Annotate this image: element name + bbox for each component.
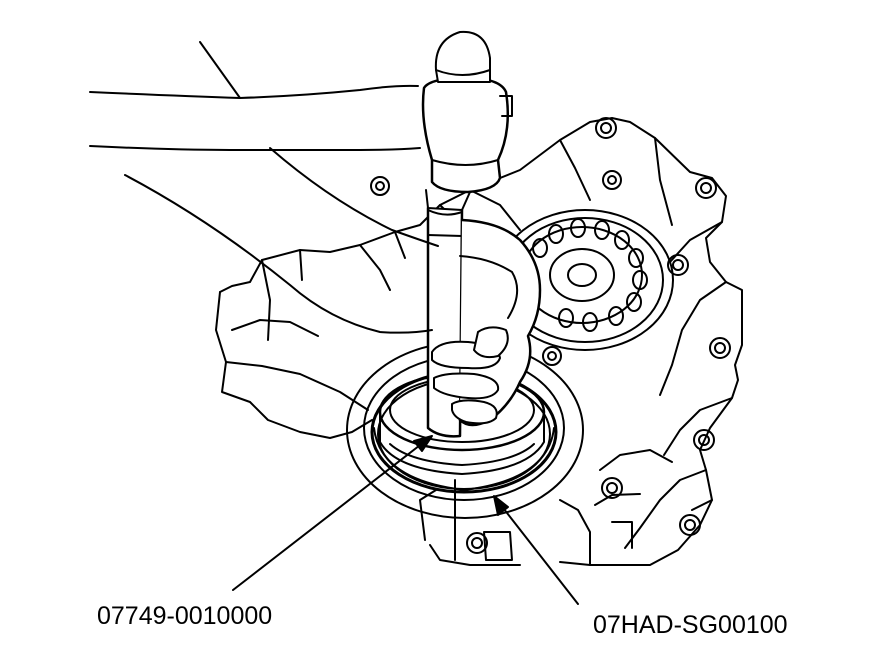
callout-label-driver-handle: 07749-0010000	[97, 602, 273, 630]
lower-arm	[124, 147, 439, 334]
hand	[431, 218, 542, 427]
hammer	[421, 30, 513, 211]
transmission-housing	[215, 117, 743, 566]
callout-label-oil-seal-driver: 07HAD-SG00100	[593, 611, 788, 639]
leader-lines	[232, 435, 579, 605]
hammer-arm	[89, 41, 421, 152]
bearing-rollers	[532, 218, 648, 332]
